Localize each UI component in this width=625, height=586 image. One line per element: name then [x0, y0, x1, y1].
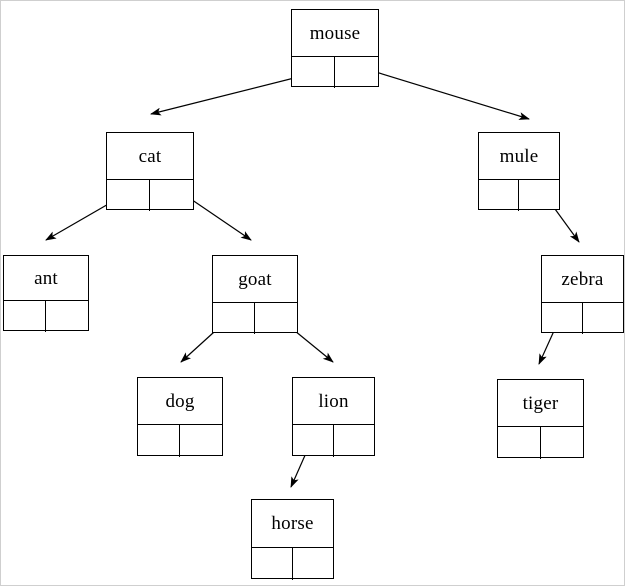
tree-node-zebra[interactable]: zebra [541, 255, 624, 334]
node-left-pointer-lion[interactable] [293, 425, 334, 457]
node-right-pointer-dog[interactable] [180, 425, 222, 457]
node-label-zebra: zebra [561, 268, 604, 290]
node-left-pointer-mule[interactable] [479, 180, 519, 211]
node-right-pointer-zebra[interactable] [583, 303, 624, 334]
node-label-lion: lion [318, 390, 349, 412]
node-right-pointer-cat[interactable] [150, 180, 193, 211]
node-pointers-ant [4, 300, 88, 332]
node-pointers-zebra [542, 302, 623, 334]
node-left-pointer-dog[interactable] [138, 425, 180, 457]
node-left-pointer-tiger[interactable] [498, 427, 541, 459]
node-label-tiger: tiger [522, 392, 559, 414]
node-label-horse: horse [271, 513, 314, 534]
node-left-pointer-ant[interactable] [4, 301, 46, 332]
node-left-pointer-goat[interactable] [213, 303, 255, 334]
node-left-pointer-mouse[interactable] [292, 57, 335, 88]
tree-node-ant[interactable]: ant [3, 255, 89, 332]
node-label-dog: dog [165, 390, 195, 412]
tree-node-lion[interactable]: lion [292, 377, 375, 457]
tree-node-dog[interactable]: dog [137, 377, 223, 457]
tree-node-mule[interactable]: mule [478, 132, 560, 211]
node-right-pointer-horse[interactable] [293, 548, 334, 580]
node-right-pointer-mule[interactable] [519, 180, 559, 211]
node-right-pointer-ant[interactable] [46, 301, 88, 332]
node-right-pointer-tiger[interactable] [541, 427, 584, 459]
node-pointers-horse [252, 547, 333, 580]
tree-node-cat[interactable]: cat [106, 132, 194, 211]
tree-node-tiger[interactable]: tiger [497, 379, 584, 459]
node-label-mule: mule [499, 145, 539, 167]
node-label-mouse: mouse [309, 22, 361, 44]
node-label-cat: cat [138, 145, 162, 167]
node-right-pointer-mouse[interactable] [335, 57, 378, 88]
node-pointers-goat [213, 302, 297, 334]
tree-node-horse[interactable]: horse [251, 499, 334, 580]
tree-node-goat[interactable]: goat [212, 255, 298, 334]
tree-edge-mouse-right-mule [352, 64, 530, 120]
node-pointers-cat [107, 179, 193, 211]
tree-node-mouse[interactable]: mouse [291, 9, 379, 88]
node-pointers-lion [293, 424, 374, 457]
node-pointers-dog [138, 424, 222, 457]
node-left-pointer-cat[interactable] [107, 180, 150, 211]
node-left-pointer-zebra[interactable] [542, 303, 583, 334]
node-right-pointer-goat[interactable] [255, 303, 297, 334]
node-pointers-mule [479, 179, 559, 211]
node-left-pointer-horse[interactable] [252, 548, 293, 580]
node-label-ant: ant [34, 267, 58, 289]
node-pointers-tiger [498, 426, 583, 459]
tree-edge-mouse-left-cat [150, 72, 315, 116]
node-label-goat: goat [238, 268, 272, 290]
node-right-pointer-lion[interactable] [334, 425, 375, 457]
node-pointers-mouse [292, 56, 378, 88]
